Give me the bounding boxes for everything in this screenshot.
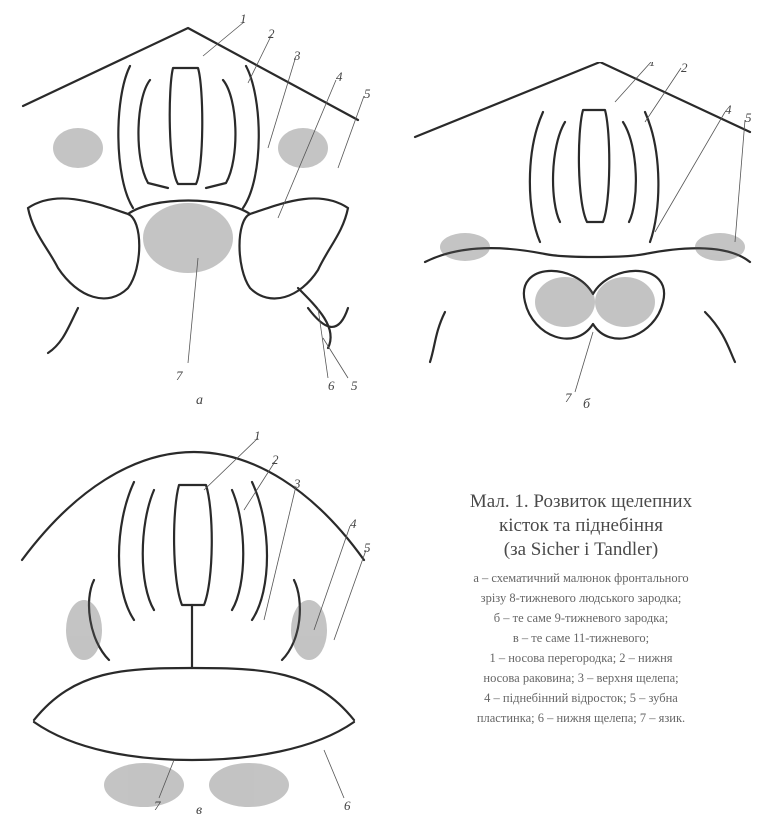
panel-c-label: в xyxy=(196,803,202,815)
skin-outline-a xyxy=(23,28,358,120)
callout-2-c: 2 xyxy=(272,452,279,467)
concha-left-b xyxy=(530,112,543,242)
callout-7-a: 7 xyxy=(176,368,183,383)
caption-title-line: кісток та піднебіння xyxy=(416,514,746,538)
concha-left-c xyxy=(119,482,134,620)
caption-legend-line: в – те саме 11-тижневого; xyxy=(416,628,746,648)
nasal-cavity-right-c xyxy=(232,490,243,610)
panel-b-svg: 1 2 4 5 7 б xyxy=(405,62,755,412)
caption-legend: а – схематичний малюнок фронтального зрі… xyxy=(416,568,746,728)
hard-palate-c xyxy=(34,668,354,720)
mandible-right-b xyxy=(705,312,735,362)
callout-5b-a: 5 xyxy=(351,378,358,393)
callout-4-c: 4 xyxy=(350,516,357,531)
concha-right-c xyxy=(252,482,267,620)
callout-5-a: 5 xyxy=(364,86,371,101)
concha-left-a xyxy=(118,66,133,208)
mandible-left-a xyxy=(48,308,78,353)
caption-legend-line: а – схематичний малюнок фронтального xyxy=(416,568,746,588)
callout-1-b: 1 xyxy=(649,62,656,69)
skin-outline-b xyxy=(415,62,750,137)
callout-5-b: 5 xyxy=(745,110,752,125)
palatal-shelf-right-a xyxy=(240,198,349,298)
nasal-cavity-right-b xyxy=(623,122,636,222)
nasal-cavity-left-a xyxy=(138,80,168,188)
septum-c xyxy=(174,485,212,605)
panel-a-label: а xyxy=(196,393,203,408)
caption-legend-line: зрізу 8-тижневого людського зародка; xyxy=(416,588,746,608)
callout-1-a: 1 xyxy=(240,11,247,26)
callout-4-b: 4 xyxy=(725,102,732,117)
callout-3-a: 3 xyxy=(293,48,301,63)
callout-7-c: 7 xyxy=(154,798,161,813)
caption-legend-line: пластинка; 6 – нижня щелепа; 7 – язик. xyxy=(416,708,746,728)
septum-b xyxy=(579,110,609,222)
tongue-dorsum-c xyxy=(34,722,354,760)
mandible-left-b xyxy=(430,312,445,362)
panel-b-section-drawing: 1 2 4 5 7 б xyxy=(405,62,755,412)
palatal-shelf-left-a xyxy=(28,198,139,298)
nasal-cavity-right-a xyxy=(206,80,235,188)
tongue-shading-a xyxy=(143,203,233,273)
callout-1-c: 1 xyxy=(254,430,261,443)
concha-right-a xyxy=(243,66,259,208)
callout-6-c: 6 xyxy=(344,798,351,813)
callout-7-b: 7 xyxy=(565,390,572,405)
nasal-cavity-left-c xyxy=(143,490,154,610)
septum-a xyxy=(170,68,203,184)
callout-2-b: 2 xyxy=(681,62,688,75)
callout-2-a: 2 xyxy=(268,26,275,41)
panel-c-section-drawing: 1 2 3 4 5 6 7 в xyxy=(14,430,384,815)
caption-legend-line: б – те саме 9-тижневого зародка; xyxy=(416,608,746,628)
panel-b-label: б xyxy=(583,397,591,412)
caption-title-line: Мал. 1. Розвиток щелепних xyxy=(416,490,746,514)
caption-title-line: (за Sicher і Tandler) xyxy=(416,538,746,562)
skin-outline-c xyxy=(22,452,364,560)
caption-legend-line: 4 – піднебінний відросток; 5 – зубна xyxy=(416,688,746,708)
panel-a-section-drawing: 1 2 3 4 5 5 6 7 а xyxy=(18,8,393,408)
caption-legend-line: носова раковина; 3 – верхня щелепа; xyxy=(416,668,746,688)
callout-4-a: 4 xyxy=(336,69,343,84)
panel-a-svg: 1 2 3 4 5 5 6 7 а xyxy=(18,8,393,408)
nasal-cavity-left-b xyxy=(553,122,565,222)
callout-3-c: 3 xyxy=(293,476,301,491)
callout-6-a: 6 xyxy=(328,378,335,393)
caption-title: Мал. 1. Розвиток щелепних кісток та підн… xyxy=(416,490,746,562)
concha-right-b xyxy=(645,112,658,242)
panel-c-svg: 1 2 3 4 5 6 7 в xyxy=(14,430,384,815)
caption-legend-line: 1 – носова перегородка; 2 – нижня xyxy=(416,648,746,668)
callout-5-c: 5 xyxy=(364,540,371,555)
lower-jaw-right-a xyxy=(298,288,331,348)
figure-caption: Мал. 1. Розвиток щелепних кісток та підн… xyxy=(416,490,746,728)
